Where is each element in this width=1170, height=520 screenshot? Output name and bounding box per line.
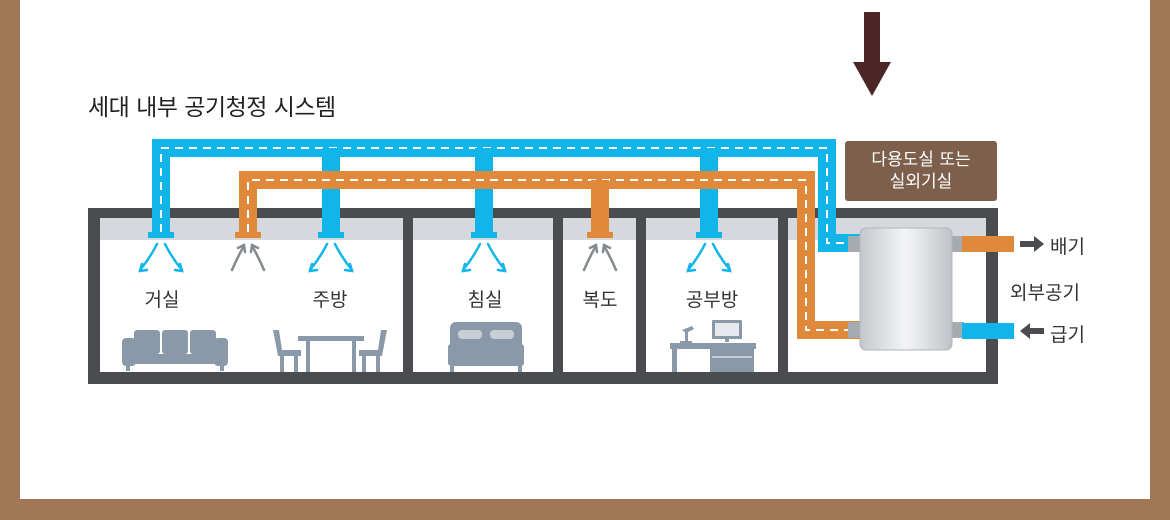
exhaust-label: 배기: [1050, 236, 1085, 258]
ventilation-unit-icon: [848, 227, 964, 351]
room-label-kitchen: 주방: [312, 289, 348, 311]
room-label-bedroom: 침실: [467, 289, 503, 311]
room-label-study: 공부방: [685, 289, 739, 311]
bed-icon: [448, 322, 524, 372]
exhaust-duct: [235, 171, 860, 339]
sofa-icon: [122, 330, 228, 371]
supply-duct: [148, 139, 860, 252]
supply-airflow-arrows: [138, 242, 732, 273]
room-label-hallway: 복도: [582, 289, 618, 311]
dining-table-icon: [273, 330, 387, 372]
diagram-title: 세대 내부 공기청정 시스템: [88, 95, 336, 121]
supply-arrow-icon: [1020, 323, 1044, 339]
exhaust-arrow-icon: [1020, 236, 1044, 252]
room-label-living-room: 거실: [144, 289, 180, 311]
unit-location-line2: 실외기실: [889, 172, 953, 192]
desk-icon: [670, 320, 756, 372]
down-arrow-icon: [853, 12, 891, 96]
unit-location-box: 다용도실 또는 실외기실: [845, 141, 997, 201]
supply-label: 급기: [1050, 324, 1085, 346]
outside-ducts: [962, 236, 1014, 339]
return-airflow-arrows: [230, 243, 618, 272]
unit-location-line1: 다용도실 또는: [871, 150, 971, 170]
outdoor-air-label: 외부공기: [1010, 282, 1080, 304]
